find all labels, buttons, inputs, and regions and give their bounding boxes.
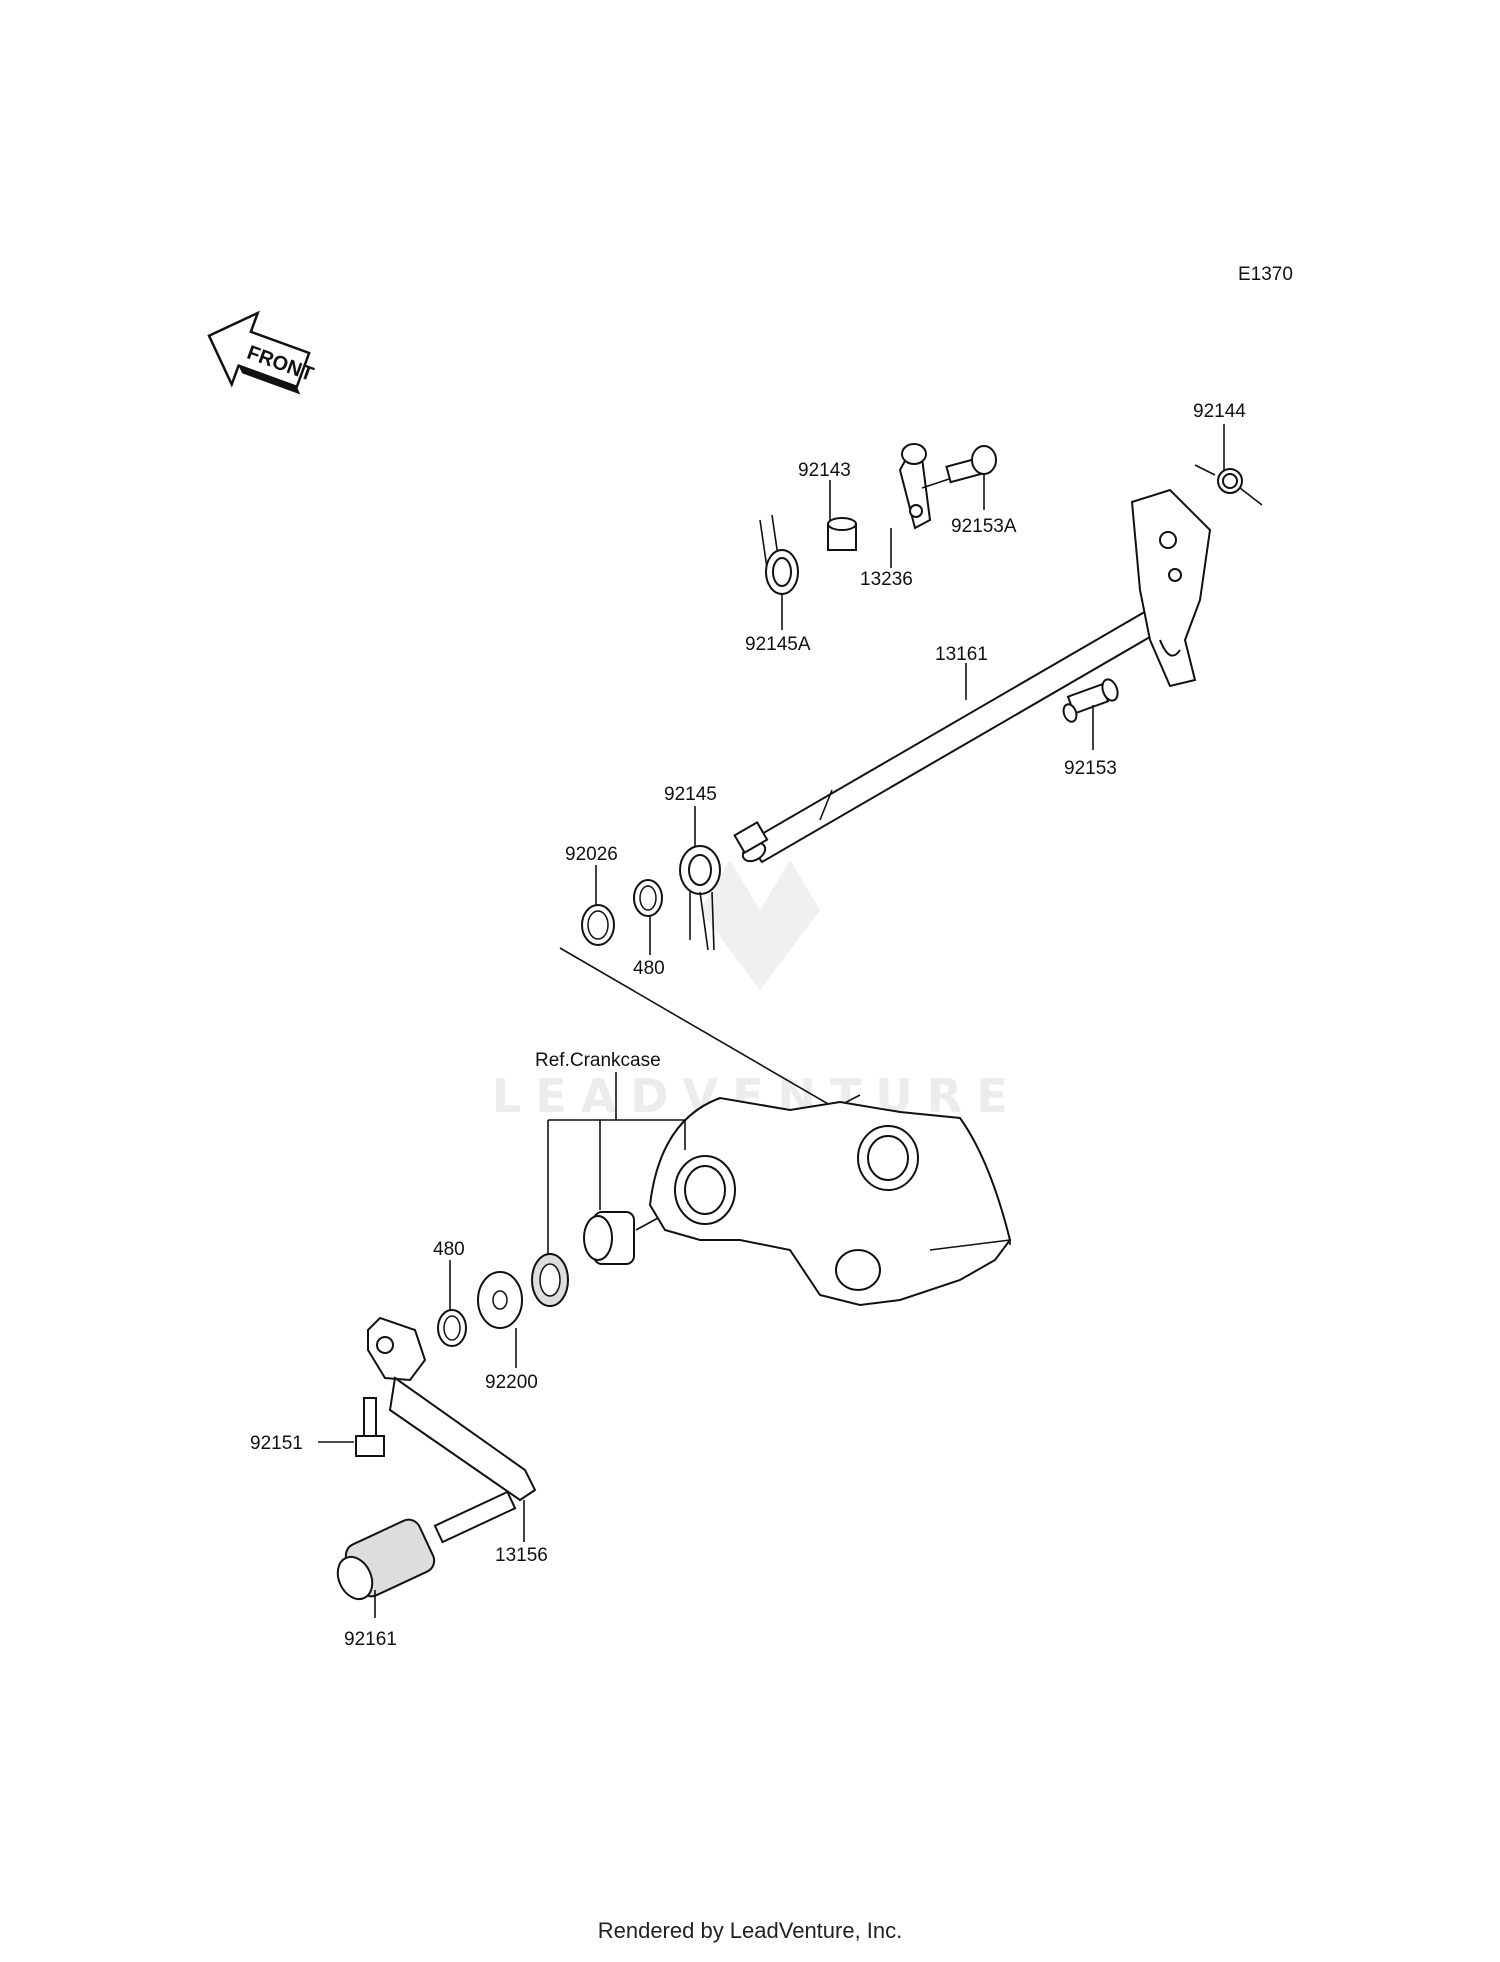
label-92151[interactable]: 92151 [250, 1433, 303, 1454]
label-92144[interactable]: 92144 [1193, 401, 1246, 422]
pin-92153 [1062, 678, 1119, 723]
label-92026[interactable]: 92026 [565, 844, 618, 865]
label-13156[interactable]: 13156 [495, 1545, 548, 1566]
label-92200[interactable]: 92200 [485, 1372, 538, 1393]
label-92145[interactable]: 92145 [664, 784, 717, 805]
crankcase [648, 1096, 1012, 1307]
bolt-92153A [921, 445, 997, 489]
spring-92145 [679, 845, 721, 951]
label-480-upper[interactable]: 480 [633, 958, 665, 979]
ref-bracket [547, 1072, 686, 1260]
collar-92143 [827, 517, 857, 551]
front-arrow-icon: FRONT [207, 310, 316, 395]
spring-92144 [1194, 464, 1263, 506]
washer-92026 [581, 904, 615, 946]
diagram-code: E1370 [1238, 264, 1293, 285]
label-92153[interactable]: 92153 [1064, 758, 1117, 779]
spring-92145A [759, 514, 799, 595]
label-92145A[interactable]: 92145A [745, 634, 811, 655]
footer-credit: Rendered by LeadVenture, Inc. [597, 1918, 903, 1943]
pedal-rubber-92161 [336, 1518, 436, 1601]
circlip-480-lower [437, 1309, 467, 1347]
needle-bearing [583, 1211, 659, 1265]
shift-pedal [367, 1316, 537, 1544]
shift-shaft [733, 608, 1164, 864]
label-13236[interactable]: 13236 [860, 569, 913, 590]
label-92143[interactable]: 92143 [798, 460, 851, 481]
label-92161[interactable]: 92161 [344, 1629, 397, 1650]
watermark: LEADVENTURE [492, 860, 1008, 1123]
label-480-lower[interactable]: 480 [433, 1239, 465, 1260]
bolt-92151 [355, 1397, 385, 1457]
arm-13236 [898, 443, 932, 530]
ref-crankcase-label: Ref.Crankcase [535, 1050, 661, 1071]
oil-seal [531, 1253, 569, 1307]
leader-lines [318, 424, 1225, 1618]
washer-92200 [477, 1271, 523, 1329]
circlip-480-upper [633, 879, 663, 917]
label-92153A[interactable]: 92153A [951, 516, 1017, 537]
label-13161[interactable]: 13161 [935, 644, 988, 665]
shift-plate [1130, 488, 1212, 688]
